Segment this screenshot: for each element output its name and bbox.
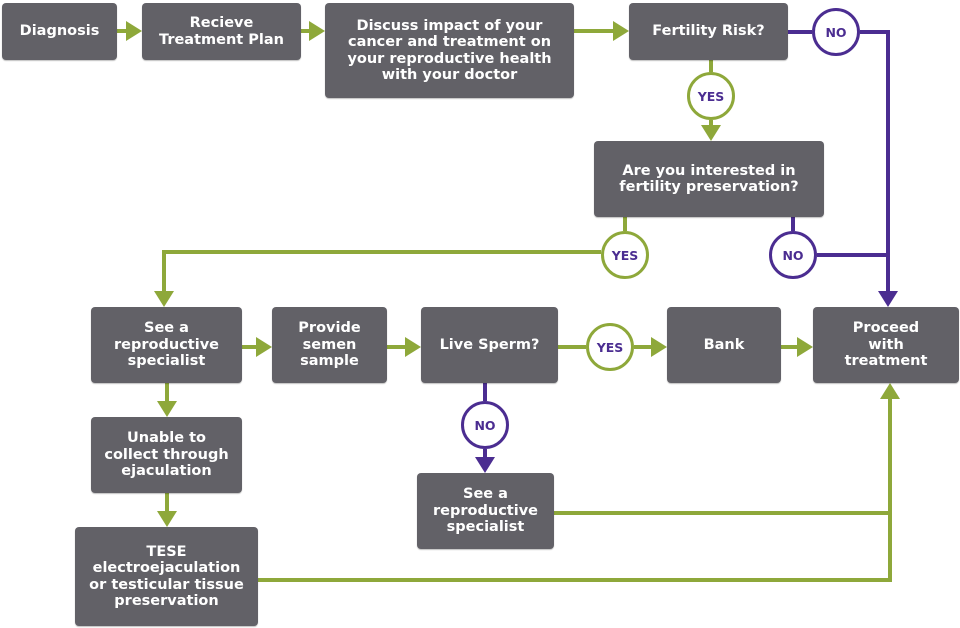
decision-interest-no: NO xyxy=(769,231,817,279)
arrowhead-plan xyxy=(126,21,142,41)
arrowhead-risk xyxy=(613,21,629,41)
arrowhead-live xyxy=(405,337,421,357)
edge-tese-to-proceed xyxy=(258,395,892,582)
node-live-sperm: Live Sperm? xyxy=(421,307,558,383)
edge-yes-to-specialist xyxy=(162,250,601,295)
node-proceed-with-treatment: Proceed with treatment xyxy=(813,307,959,383)
node-see-specialist: See a reproductive specialist xyxy=(91,307,242,383)
decision-risk-no: NO xyxy=(812,8,860,56)
node-see-specialist-2: See a reproductive specialist xyxy=(417,473,554,549)
node-provide-semen-sample: Provide semen sample xyxy=(272,307,387,383)
arrowhead-sample xyxy=(256,337,272,357)
arrowhead-bank xyxy=(651,337,667,357)
node-unable-to-collect: Unable to collect through ejaculation xyxy=(91,417,242,493)
arrowhead-proceed-bottom xyxy=(880,383,900,399)
decision-sperm-yes: YES xyxy=(586,323,634,371)
edge-no-to-proceed xyxy=(860,30,890,295)
decision-risk-yes: YES xyxy=(687,72,735,120)
decision-sperm-no: NO xyxy=(461,401,509,449)
node-receive-treatment-plan: Recieve Treatment Plan xyxy=(142,3,301,60)
node-diagnosis: Diagnosis xyxy=(2,3,117,60)
arrowhead-interested xyxy=(701,125,721,141)
arrowhead-proceed-left xyxy=(797,337,813,357)
arrowhead-unable xyxy=(157,401,177,417)
node-interested-in-preservation: Are you interested in fertility preserva… xyxy=(594,141,824,217)
arrowhead-specialist xyxy=(154,291,174,307)
node-fertility-risk: Fertility Risk? xyxy=(629,3,788,60)
node-bank: Bank xyxy=(667,307,781,383)
decision-interest-yes: YES xyxy=(601,231,649,279)
arrowhead-discuss xyxy=(309,21,325,41)
arrowhead-tese xyxy=(157,511,177,527)
node-tese: TESE electroejaculation or testicular ti… xyxy=(75,527,258,626)
node-discuss-impact: Discuss impact of your cancer and treatm… xyxy=(325,3,574,98)
arrowhead-specialist2 xyxy=(475,457,495,473)
arrowhead-proceed-top xyxy=(878,291,898,307)
